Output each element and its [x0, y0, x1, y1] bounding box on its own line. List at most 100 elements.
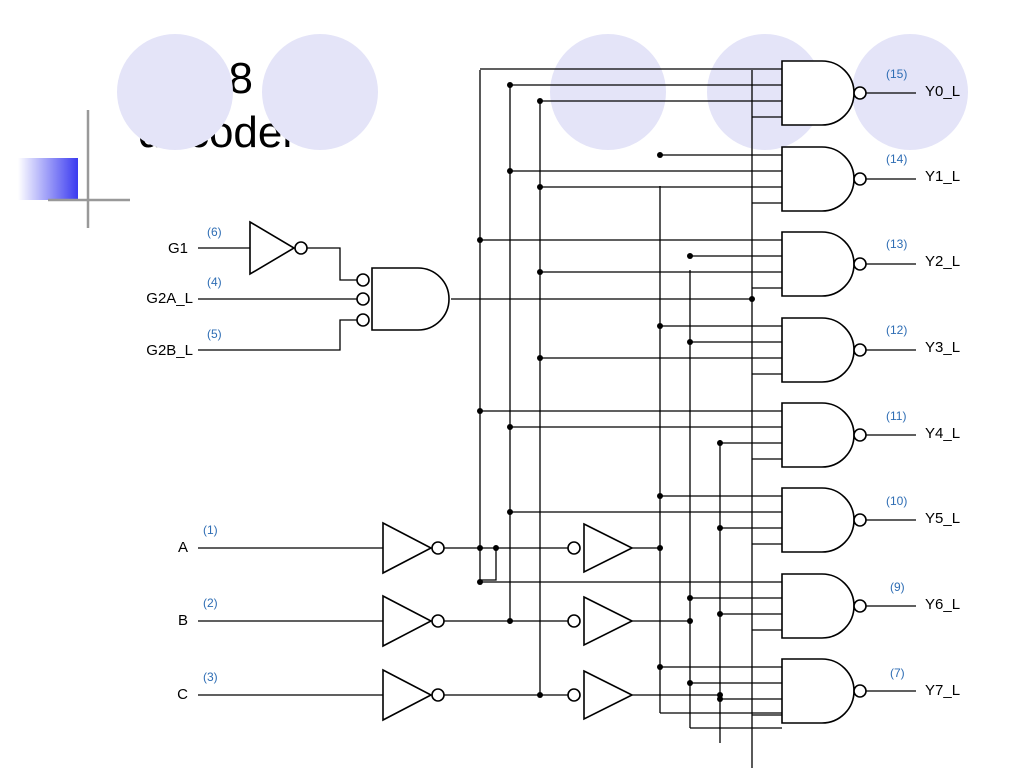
inverter-gate	[583, 522, 634, 574]
inverter-gate	[583, 595, 634, 647]
output-nand-gate	[781, 231, 855, 297]
junction-dot	[717, 692, 723, 698]
pin-number: (1)	[203, 523, 218, 537]
junction-dot	[507, 82, 513, 88]
inversion-bubble	[853, 86, 867, 100]
junction-dot	[537, 269, 543, 275]
inversion-bubble	[356, 292, 370, 306]
pin-number: (2)	[203, 596, 218, 610]
junction-dot	[717, 440, 723, 446]
junction-dot	[507, 424, 513, 430]
inverter-gate	[382, 594, 433, 648]
input-labels: G1 (6) G2A_L (4) G2B_L (5) A (1) B (2) C…	[146, 225, 221, 703]
wire	[198, 319, 357, 351]
pin-number: (13)	[886, 237, 907, 251]
output-nand-gate	[781, 487, 855, 553]
junction-dot	[507, 618, 513, 624]
inversion-bubble	[356, 313, 370, 327]
inversion-bubble	[567, 541, 581, 555]
output-nand-gate	[781, 573, 855, 639]
inversion-bubble	[431, 688, 445, 702]
junctions	[477, 82, 755, 702]
output-nand-gate	[781, 317, 855, 383]
output-label-y0: Y0_L	[925, 83, 960, 100]
junction-dot	[687, 339, 693, 345]
inversion-bubble	[853, 343, 867, 357]
pin-number: (6)	[207, 225, 222, 239]
junction-dot	[537, 98, 543, 104]
junction-dot	[657, 152, 663, 158]
input-label-b: B	[178, 612, 188, 629]
output-label-y1: Y1_L	[925, 168, 960, 185]
deco-circle	[262, 34, 378, 150]
junction-dot	[657, 493, 663, 499]
junction-dot	[657, 664, 663, 670]
input-label-a: A	[178, 539, 188, 556]
deco-circle	[550, 34, 666, 150]
junction-dot	[657, 323, 663, 329]
inversion-bubble	[853, 172, 867, 186]
wire	[307, 247, 357, 281]
junction-dot	[507, 168, 513, 174]
junction-dot	[537, 355, 543, 361]
inversion-bubble	[853, 684, 867, 698]
output-label-y4: Y4_L	[925, 425, 960, 442]
junction-dot	[687, 595, 693, 601]
junction-dot	[687, 680, 693, 686]
inverter-gate	[583, 669, 634, 721]
junction-dot	[657, 545, 663, 551]
junction-dot	[477, 408, 483, 414]
input-label-c: C	[177, 686, 188, 703]
input-label-g1: G1	[168, 240, 188, 257]
output-label-y5: Y5_L	[925, 510, 960, 527]
pin-number: (14)	[886, 152, 907, 166]
inversion-bubble	[567, 688, 581, 702]
junction-dot	[687, 618, 693, 624]
inverter-gate	[382, 668, 433, 722]
gates	[249, 60, 867, 724]
junction-dot	[537, 692, 543, 698]
inversion-bubble	[294, 241, 308, 255]
pin-number: (7)	[890, 666, 905, 680]
inversion-bubble	[853, 599, 867, 613]
inversion-bubble	[356, 273, 370, 287]
output-labels: Y0_L (15) Y1_L (14) Y2_L (13) Y3_L (12) …	[886, 67, 960, 699]
output-label-y2: Y2_L	[925, 253, 960, 270]
inversion-bubble	[853, 257, 867, 271]
inversion-bubble	[853, 513, 867, 527]
output-nand-gate	[781, 658, 855, 724]
input-label-g2b: G2B_L	[146, 342, 193, 359]
junction-dot	[687, 253, 693, 259]
junction-dot	[537, 184, 543, 190]
junction-dot	[507, 509, 513, 515]
pin-number: (11)	[886, 409, 906, 423]
junction-dot	[477, 237, 483, 243]
pin-number: (9)	[890, 580, 905, 594]
junction-dot	[477, 545, 483, 551]
bus-a-true	[479, 70, 497, 581]
deco-circle	[117, 34, 233, 150]
deco-circle	[852, 34, 968, 150]
output-nand-gate	[781, 60, 855, 126]
inversion-bubble	[853, 428, 867, 442]
output-label-y6: Y6_L	[925, 596, 960, 613]
pin-number: (4)	[207, 275, 222, 289]
junction-dot	[477, 579, 483, 585]
output-label-y7: Y7_L	[925, 682, 960, 699]
inverter-gate	[249, 220, 296, 276]
inversion-bubble	[567, 614, 581, 628]
pin-number: (5)	[207, 327, 222, 341]
junction-dot	[493, 545, 499, 551]
inversion-bubble	[431, 541, 445, 555]
pin-number: (15)	[886, 67, 907, 81]
pin-number: (10)	[886, 494, 907, 508]
output-nand-gate	[781, 402, 855, 468]
inverter-gate	[382, 521, 433, 575]
pin-number: (3)	[203, 670, 218, 684]
inversion-bubble	[431, 614, 445, 628]
pin-number: (12)	[886, 323, 907, 337]
junction-dot	[749, 296, 755, 302]
junction-dot	[717, 525, 723, 531]
wires	[198, 68, 916, 768]
